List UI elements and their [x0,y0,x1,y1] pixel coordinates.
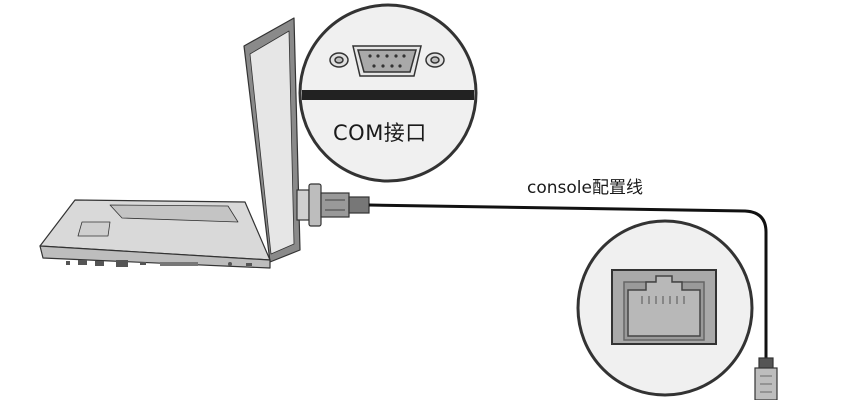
rj45-port-icon [611,269,717,345]
db9-serial-port-icon [329,45,445,77]
console-cable [368,203,768,362]
rj45-port-zoom [576,219,754,397]
db9-connector-icon [296,183,370,227]
rj45-plug-icon [754,357,778,400]
laptop-screen-glass [249,30,295,255]
laptop-front-edge [39,245,271,269]
console-cable-label: console配置线 [527,178,643,198]
com-port-label: COM接口 [333,121,427,145]
com-port-zoom [298,3,478,183]
laptop-icon [39,17,301,269]
com-port-divider [302,90,474,100]
laptop-touchpad [77,221,111,237]
laptop-side-ports [66,260,252,267]
laptop-keyboard [109,204,239,223]
